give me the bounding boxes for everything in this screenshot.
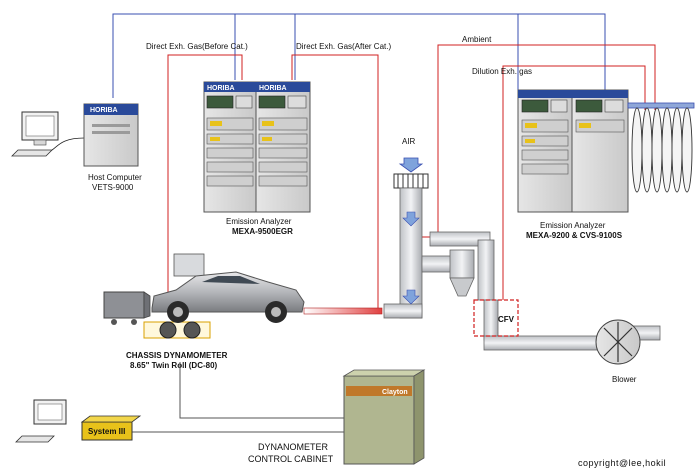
arrow-down-icon [402,289,420,305]
label-direct-after: Direct Exh. Gas(After Cat.) [296,42,391,51]
label-dilution: Dilution Exh. gas [472,67,532,76]
air-label: AIR [402,137,416,146]
system-iii: System III [15,399,142,443]
control-brand: Clayton [382,389,408,396]
analyzer1-brand-b: HORIBA [259,85,287,92]
blower: Blower [595,319,661,384]
host-label-1: Host Computer [88,173,142,182]
sample-bags [627,102,695,193]
arrow-down-icon [398,157,424,173]
analyzer1-label-1: Emission Analyzer [226,217,292,226]
system-label: System III [88,427,125,436]
host-brand: HORIBA [90,107,118,114]
fan-icon [603,322,633,362]
cfv: CFV [473,299,519,337]
emission-analyzer-2: Emission Analyzer MEXA-9200 & CVS-9100S [517,89,629,240]
cfv-label: CFV [498,315,515,324]
dyno-label-1: CHASSIS DYNAMOMETER [126,351,228,360]
arrow-down-icon [402,211,420,227]
computer-icon [15,435,55,443]
chassis-dynamometer: CHASSIS DYNAMOMETER 8.65" Twin Roll (DC-… [103,253,383,370]
emission-analyzer-1: HORIBA HORIBA Emission Analyzer MEXA-950 [203,81,311,236]
host-computer: HORIBA Host Computer VETS-9000 [11,103,142,192]
copyright: copyright@lee,hokil [578,458,666,468]
control-cabinet: Clayton DYNANOMETER CONTROL CABINET [132,362,426,465]
analyzer2-label-2: MEXA-9200 & CVS-9100S [526,231,623,240]
host-label-2: VETS-9000 [92,183,134,192]
control-label-1: DYNANOMETER [258,442,329,452]
analyzer1-brand-a: HORIBA [207,85,235,92]
dilution-tunnel: AIR [383,137,605,351]
blower-label: Blower [612,375,637,384]
car-image [151,271,305,313]
analyzer2-label-1: Emission Analyzer [540,221,606,230]
analyzer1-label-2: MEXA-9500EGR [232,227,293,236]
label-direct-before: Direct Exh. Gas(Before Cat.) [146,42,248,51]
signal-lines [112,13,606,98]
label-ambient: Ambient [462,35,492,44]
control-label-2: CONTROL CABINET [248,454,334,464]
dyno-label-2: 8.65" Twin Roll (DC-80) [130,361,218,370]
